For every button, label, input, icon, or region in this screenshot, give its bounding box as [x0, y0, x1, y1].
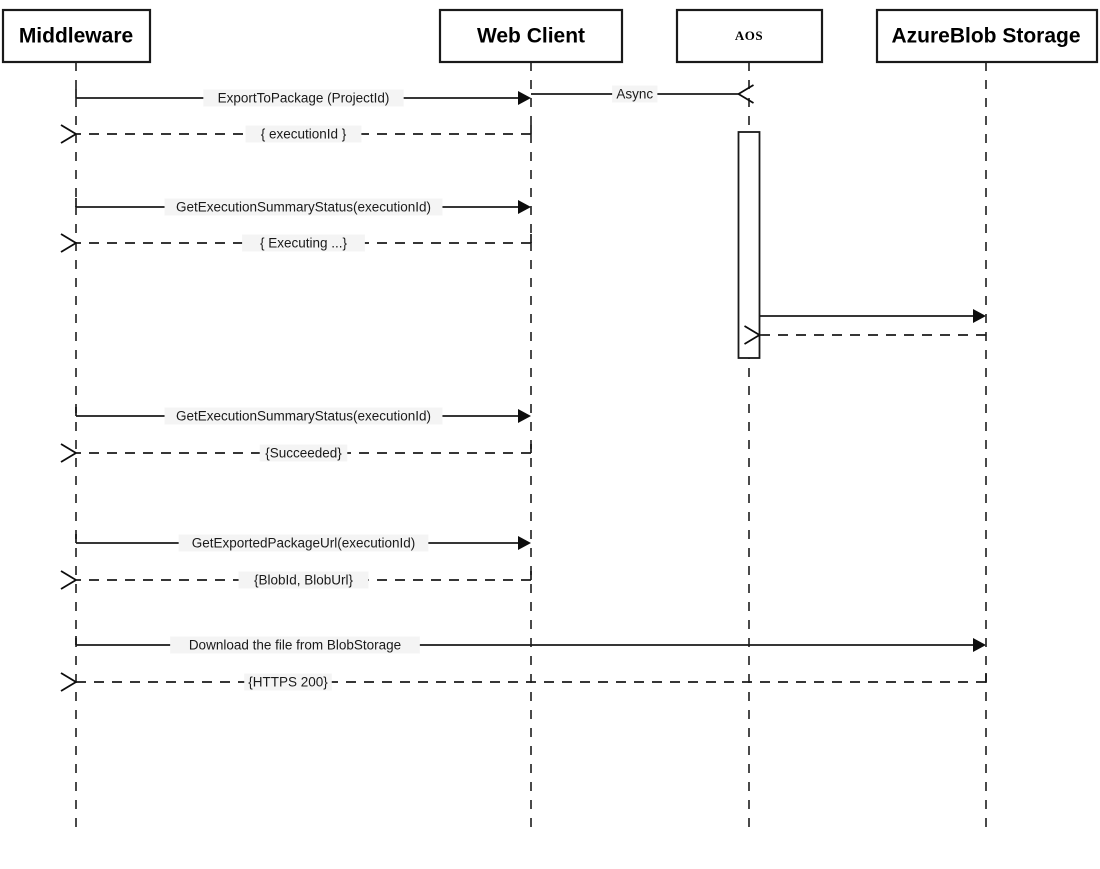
arrowhead-open-top-m9	[60, 443, 77, 454]
message-m10[interactable]: GetExportedPackageUrl(executionId)	[75, 534, 531, 552]
message-m7[interactable]	[744, 325, 987, 345]
arrowhead-open-bottom-m9	[60, 452, 77, 463]
actor-label-aos: AOS	[735, 28, 763, 43]
message-label-m9: {Succeeded}	[265, 446, 342, 461]
message-label-bg-m12	[170, 636, 420, 654]
arrowhead-open-top-m7	[744, 325, 760, 336]
message-label-bg-m3	[245, 125, 362, 143]
actor-box-azureblob	[875, 8, 1099, 64]
message-label-m13: {HTTPS 200}	[248, 675, 328, 690]
message-label-m10: GetExportedPackageUrl(executionId)	[192, 536, 416, 551]
actor-box-webclient	[438, 8, 624, 64]
arrowhead-open-top-m13	[60, 672, 77, 683]
arrowhead-filled-m1	[518, 91, 531, 105]
arrowhead-filled-m4	[518, 200, 531, 214]
message-label-bg-m1	[203, 89, 404, 107]
arrowhead-open-top-m11	[60, 570, 77, 581]
actor-webclient[interactable]: Web Client	[438, 8, 624, 64]
arrowhead-open-bottom-m3	[60, 133, 77, 144]
message-label-bg-m9	[259, 444, 348, 462]
arrowhead-filled-m12	[973, 638, 986, 652]
message-label-m8: GetExecutionSummaryStatus(executionId)	[176, 409, 431, 424]
message-label-bg-m8	[164, 407, 443, 425]
message-label-m11: {BlobId, BlobUrl}	[254, 573, 354, 588]
actor-box-middleware	[1, 8, 152, 64]
arrowhead-open-top-m2	[738, 84, 754, 95]
message-m4[interactable]: GetExecutionSummaryStatus(executionId)	[75, 198, 531, 216]
actor-label-webclient: Web Client	[477, 25, 585, 48]
arrowhead-open-bottom-m5	[60, 242, 77, 253]
message-label-m12: Download the file from BlobStorage	[189, 638, 401, 653]
activations-layer	[737, 131, 761, 359]
actors-layer: Middleware Web Client AOS AzureBlob Storage	[1, 8, 1099, 64]
message-m12[interactable]: Download the file from BlobStorage	[75, 636, 986, 654]
message-label-bg-m2	[612, 85, 658, 103]
message-label-m5: { Executing ...}	[260, 236, 348, 251]
message-m5[interactable]: { Executing ...}	[60, 233, 532, 253]
message-label-bg-m11	[238, 571, 369, 589]
arrowhead-filled-m10	[518, 536, 531, 550]
message-label-m2: Async	[616, 87, 653, 102]
arrowhead-open-top-m5	[60, 233, 77, 244]
message-m11[interactable]: {BlobId, BlobUrl}	[60, 570, 532, 590]
message-m9[interactable]: {Succeeded}	[60, 443, 532, 463]
arrowhead-open-bottom-m11	[60, 579, 77, 590]
message-label-bg-m4	[164, 198, 443, 216]
message-m1[interactable]: ExportToPackage (ProjectId)	[75, 89, 531, 107]
message-label-m1: ExportToPackage (ProjectId)	[218, 91, 390, 106]
arrowhead-open-top-m3	[60, 124, 77, 135]
message-m3[interactable]: { executionId }	[60, 124, 532, 144]
actor-aos[interactable]: AOS	[675, 8, 824, 64]
actor-label-middleware: Middleware	[19, 25, 133, 48]
arrowhead-open-bottom-m7	[744, 334, 760, 345]
actor-azureblob[interactable]: AzureBlob Storage	[875, 8, 1099, 64]
messages-layer: ExportToPackage (ProjectId) Async { execut…	[60, 84, 987, 692]
message-m8[interactable]: GetExecutionSummaryStatus(executionId)	[75, 407, 531, 425]
message-m13[interactable]: {HTTPS 200}	[60, 672, 987, 692]
actor-middleware[interactable]: Middleware	[1, 8, 152, 64]
arrowhead-open-bottom-m2	[738, 93, 754, 104]
actor-label-azureblob: AzureBlob Storage	[891, 25, 1080, 48]
actor-box-aos	[675, 8, 824, 64]
arrowhead-open-bottom-m13	[60, 681, 77, 692]
arrowhead-filled-m6	[973, 309, 986, 323]
arrowhead-filled-m8	[518, 409, 531, 423]
message-label-bg-m5	[242, 234, 365, 252]
message-label-m4: GetExecutionSummaryStatus(executionId)	[176, 200, 431, 215]
message-m6[interactable]	[759, 309, 987, 323]
activation-bar-aos	[737, 131, 761, 359]
message-label-bg-m10	[178, 534, 429, 552]
message-label-m3: { executionId }	[261, 127, 347, 142]
message-label-bg-m13	[244, 673, 332, 691]
message-m2[interactable]: Async	[531, 84, 754, 104]
